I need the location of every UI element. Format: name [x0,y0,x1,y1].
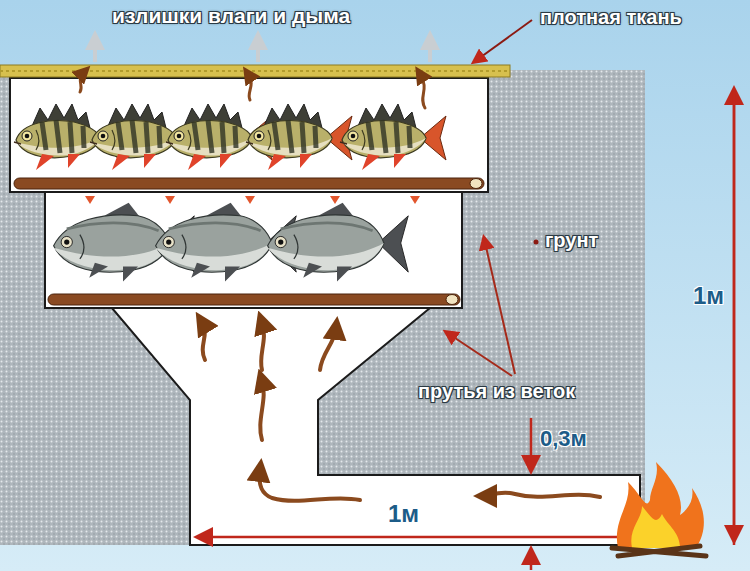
dimension-label: 1м [693,282,724,310]
part-label: плотная ткань [540,6,682,29]
part-label: прутья из веток [418,380,575,403]
dimension-label: 0,3м [540,426,587,451]
part-label: грунт [545,229,598,252]
note-label: излишки влаги и дыма [112,4,350,28]
dimension-label: 1м [388,500,419,528]
